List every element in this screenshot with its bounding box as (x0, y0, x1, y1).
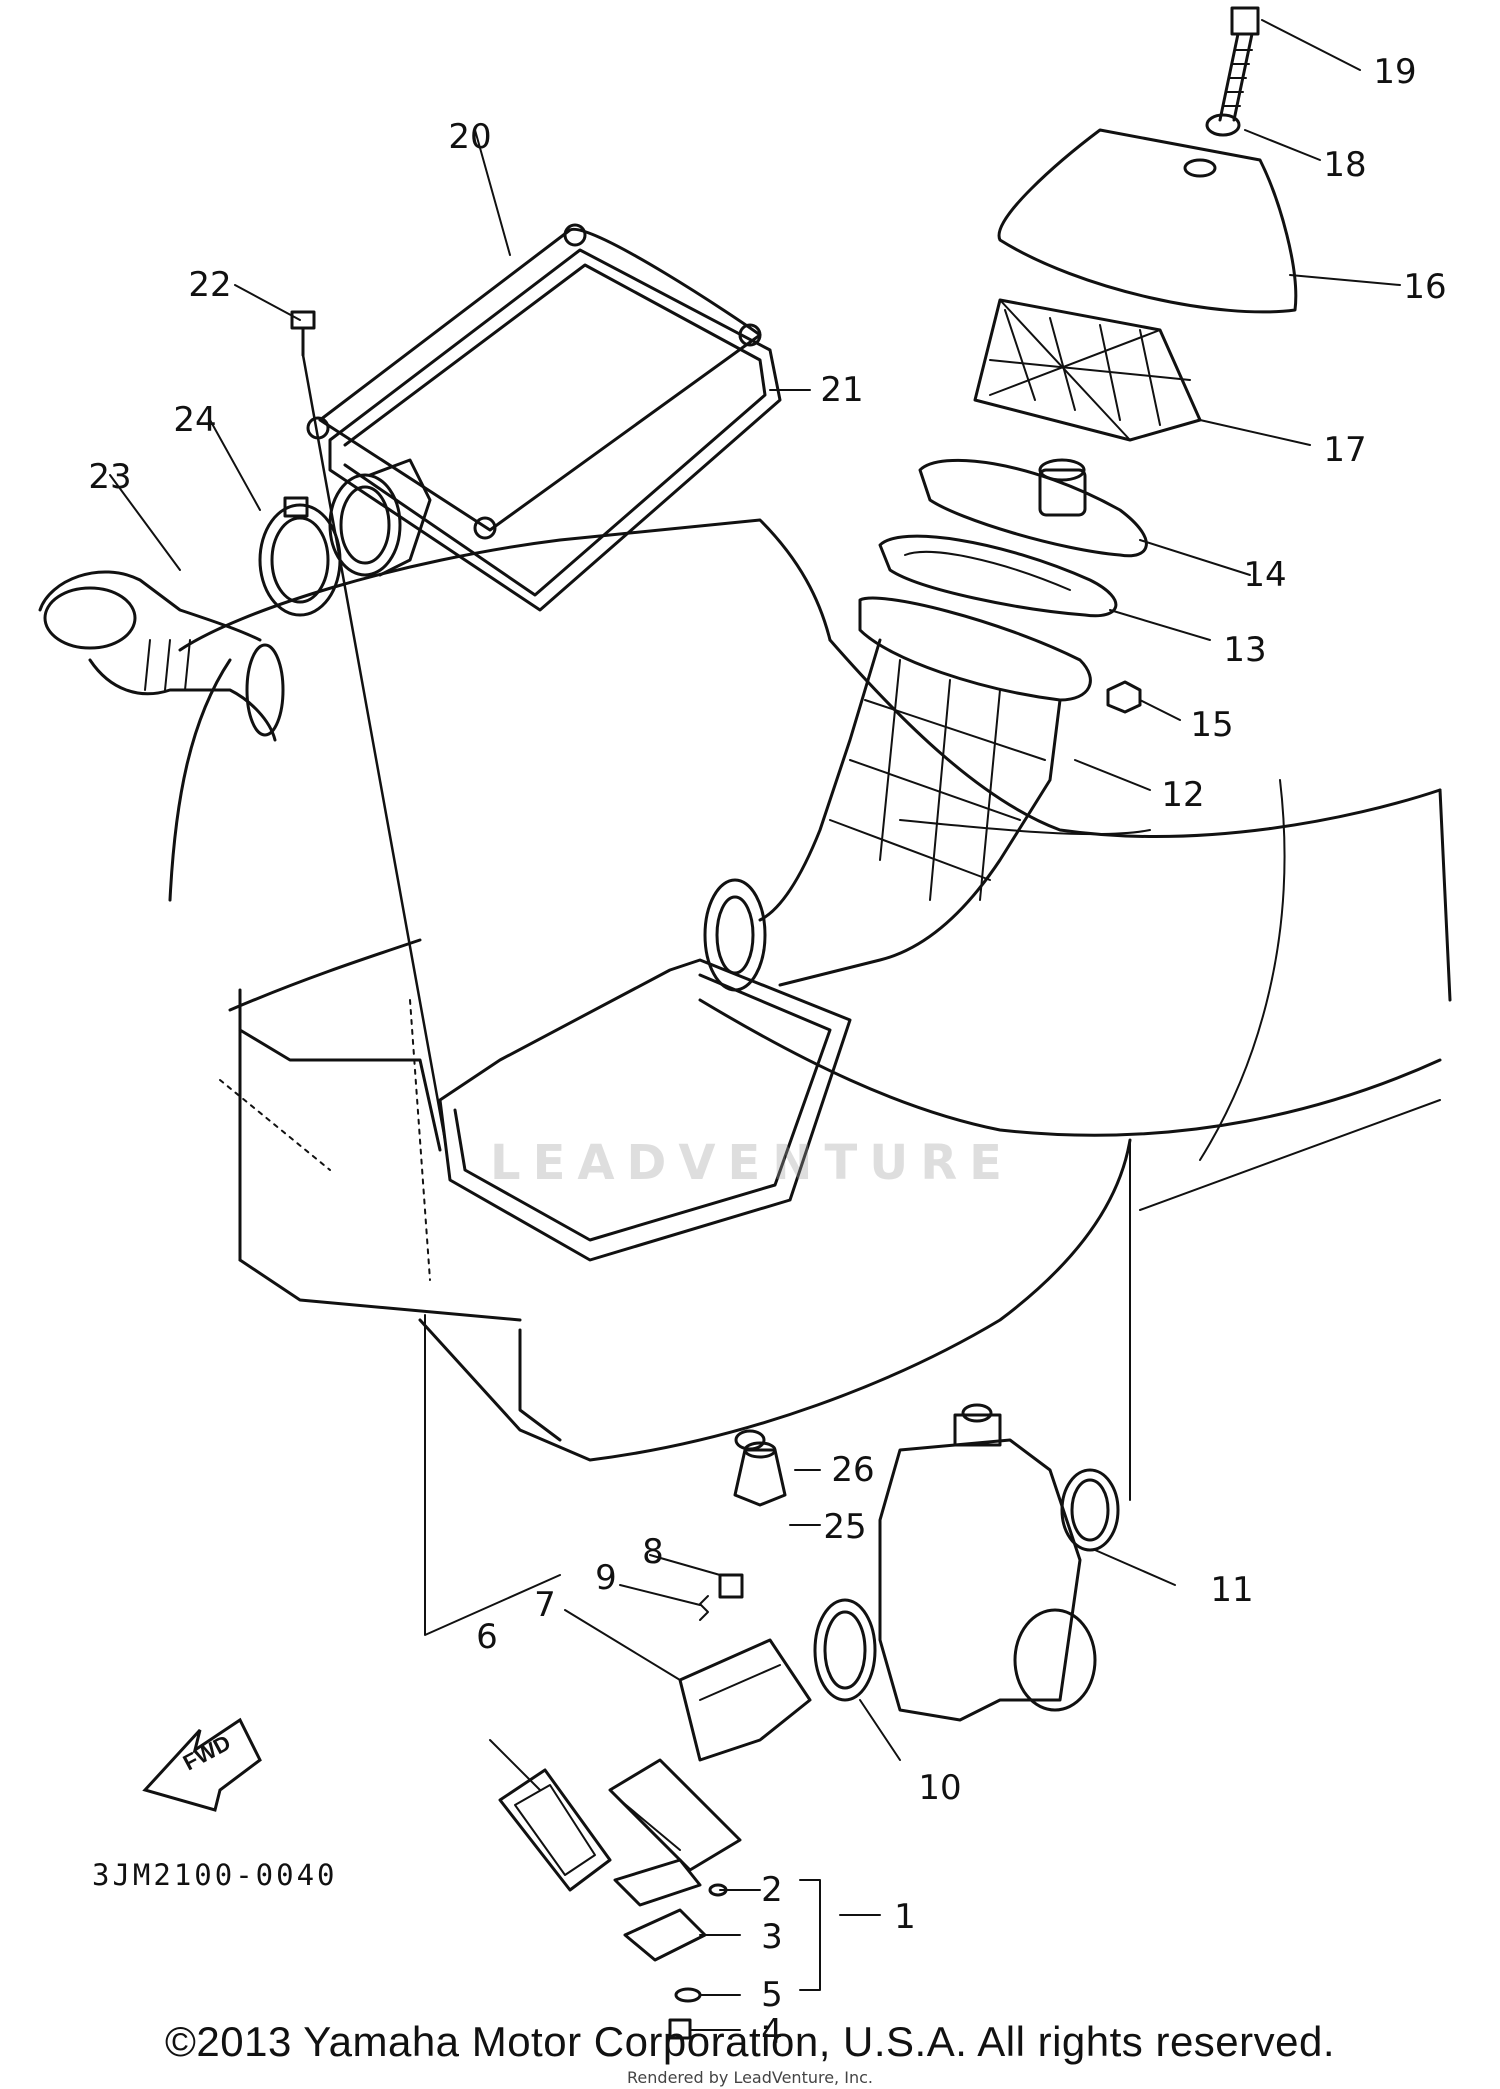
part-label-3: 3 (761, 1917, 783, 1957)
reed-stopper-3 (623, 1908, 707, 1962)
part-label-10: 10 (918, 1768, 962, 1808)
part-label-22: 22 (188, 265, 232, 305)
part-label-16: 16 (1403, 267, 1447, 307)
copyright-notice: ©2013 Yamaha Motor Corporation, U.S.A. A… (164, 2018, 1336, 2065)
part-label-20: 20 (448, 117, 492, 157)
part-label-4: 4 (761, 2012, 783, 2052)
bolt-19 (1218, 6, 1260, 122)
gasket-13 (878, 534, 1118, 618)
flame-arrester (973, 298, 1202, 442)
reed-petal-2 (613, 1858, 728, 1907)
intake-tube (703, 596, 1092, 992)
part-label-25: 25 (823, 1507, 867, 1547)
part-label-12: 12 (1161, 775, 1205, 815)
watermark: LEADVENTURE (490, 1135, 1014, 1191)
intake-duct (38, 570, 285, 742)
rendered-by-credit: Rendered by LeadVenture, Inc. (627, 2068, 873, 2087)
carburetor (878, 1403, 1097, 1722)
part-label-5: 5 (761, 1975, 783, 2015)
screw-8 (718, 1573, 744, 1599)
flame-arrester-cover (997, 128, 1298, 314)
nut-15 (1106, 680, 1142, 714)
compartment-opening (438, 958, 852, 1262)
part-label-26: 26 (831, 1450, 875, 1490)
forward-arrow (142, 1717, 262, 1812)
part-label-2: 2 (761, 1870, 783, 1910)
spring-9 (699, 1595, 709, 1621)
part-label-15: 15 (1190, 705, 1234, 745)
part-label-1: 1 (894, 1897, 916, 1937)
part-label-19: 19 (1373, 52, 1417, 92)
washer-18 (1205, 113, 1241, 137)
leader-lines (109, 19, 1401, 2031)
reed-valve-block (608, 1758, 742, 1872)
drawing-code: 3JM2100-0040 (92, 1858, 338, 1892)
airbox-neck (328, 458, 432, 577)
airbox-gasket (328, 248, 782, 612)
clamp-10 (813, 1598, 877, 1702)
part-label-8: 8 (642, 1532, 664, 1572)
part-label-14: 14 (1243, 555, 1287, 595)
part-label-23: 23 (88, 457, 132, 497)
part-label-9: 9 (595, 1558, 617, 1598)
reed-valve-gasket-6 (498, 1768, 612, 1892)
part-label-24: 24 (173, 400, 217, 440)
part-label-18: 18 (1323, 145, 1367, 185)
part-label-21: 21 (820, 370, 864, 410)
part-label-6: 6 (476, 1617, 498, 1657)
clamp-11 (1060, 1468, 1120, 1552)
screw-22 (290, 310, 447, 1142)
cap-25 (733, 1441, 787, 1507)
part-label-13: 13 (1223, 630, 1267, 670)
clip-26 (734, 1429, 766, 1451)
part-label-17: 17 (1323, 430, 1367, 470)
washer-5 (674, 1987, 702, 2003)
subassembly-frame (424, 1139, 1131, 1991)
reed-valve-cover (678, 1638, 812, 1762)
plate-14 (918, 458, 1148, 558)
part-label-7: 7 (534, 1585, 556, 1625)
part-label-11: 11 (1210, 1570, 1254, 1610)
